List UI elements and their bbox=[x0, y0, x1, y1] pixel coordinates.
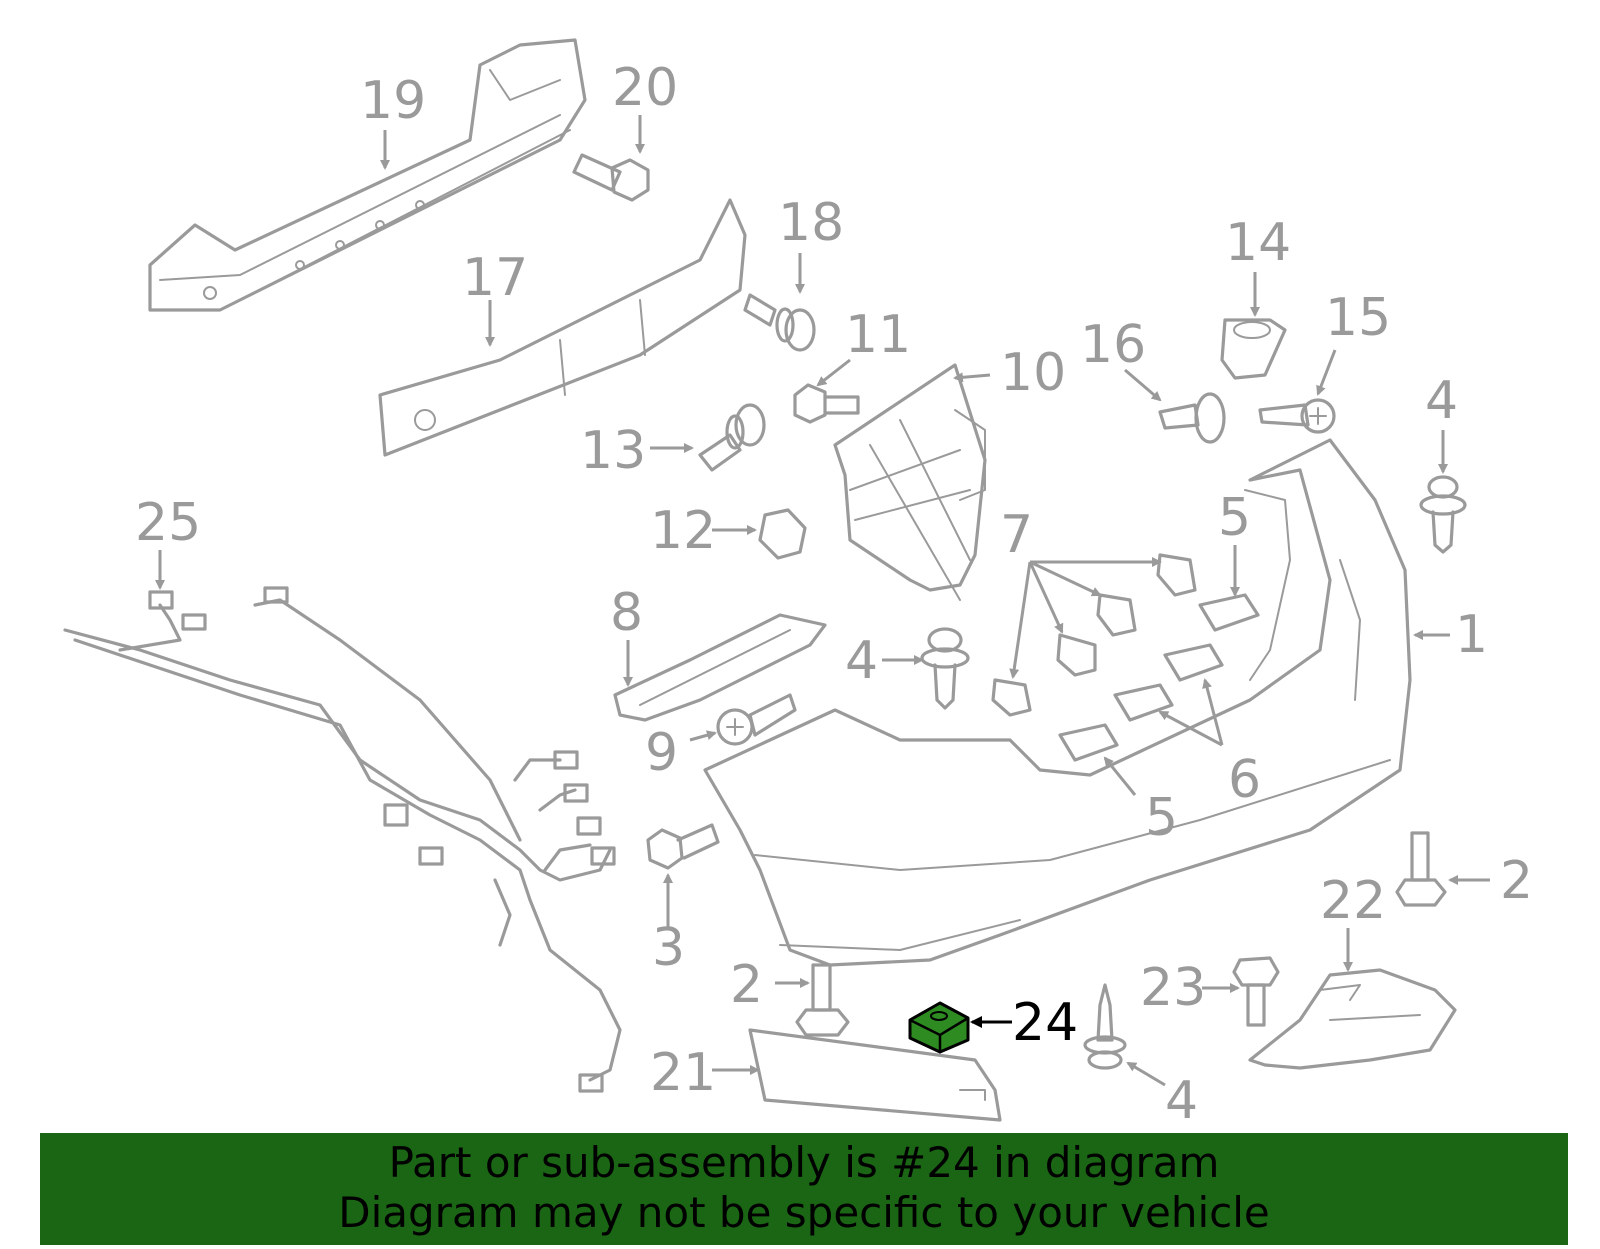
callout-16: 16 bbox=[1080, 315, 1146, 375]
callout-7: 7 bbox=[1000, 505, 1033, 565]
info-banner: Part or sub-assembly is #24 in diagram D… bbox=[40, 1133, 1568, 1245]
part-13-clip bbox=[698, 403, 766, 472]
callout-14: 14 bbox=[1225, 213, 1291, 273]
part-22-reflector bbox=[1248, 968, 1457, 1070]
part-10-bracket bbox=[833, 363, 987, 601]
part-18-push-clip bbox=[743, 293, 816, 352]
callout-17: 17 bbox=[462, 248, 528, 308]
callout-15: 15 bbox=[1325, 288, 1391, 348]
callout-9: 9 bbox=[645, 723, 678, 783]
part-19-reinforcement-beam bbox=[148, 38, 587, 312]
callout-24: 24 bbox=[1012, 993, 1078, 1053]
part-21-lower-trim bbox=[748, 1028, 1002, 1122]
callout-11: 11 bbox=[845, 305, 911, 365]
leader-arrows bbox=[155, 115, 1490, 1087]
callout-5-upper: 5 bbox=[1218, 488, 1251, 548]
callout-23: 23 bbox=[1140, 958, 1206, 1018]
callout-20: 20 bbox=[612, 58, 678, 118]
callout-8: 8 bbox=[610, 583, 643, 643]
callout-2-right: 2 bbox=[1500, 851, 1533, 911]
part-16-clip bbox=[1158, 392, 1226, 444]
callout-25: 25 bbox=[135, 493, 201, 553]
part-9-screw bbox=[716, 693, 797, 746]
part-5-6-clips bbox=[1058, 593, 1260, 762]
part-1-bumper-cover bbox=[703, 438, 1412, 967]
part-14-retainer bbox=[1220, 318, 1287, 380]
callout-13: 13 bbox=[580, 421, 646, 481]
callout-3: 3 bbox=[652, 918, 685, 978]
callout-10: 10 bbox=[1000, 343, 1066, 403]
part-2-bolt-right bbox=[1395, 831, 1447, 907]
part-20-bolt bbox=[572, 153, 650, 202]
part-4-pin-right bbox=[1419, 475, 1467, 554]
part-12-nut bbox=[758, 508, 807, 560]
callout-4-right: 4 bbox=[1425, 371, 1458, 431]
part-17-absorber bbox=[378, 198, 747, 457]
part-3-bolt bbox=[646, 823, 720, 870]
callout-19: 19 bbox=[360, 71, 426, 131]
callout-5-lower: 5 bbox=[1145, 788, 1178, 848]
part-4-pin-lower bbox=[1083, 983, 1127, 1070]
part-15-screw bbox=[1258, 398, 1336, 434]
banner-line-1: Part or sub-assembly is #24 in diagram bbox=[388, 1138, 1220, 1187]
part-25-wiring-harness bbox=[63, 586, 622, 1093]
callout-4-center: 4 bbox=[845, 631, 878, 691]
callout-6: 6 bbox=[1228, 750, 1261, 810]
callout-2-lower: 2 bbox=[730, 955, 763, 1015]
part-23-bolt bbox=[1232, 956, 1280, 1027]
part-2-bolt-lower bbox=[795, 963, 850, 1037]
part-24-highlighted-clip bbox=[908, 1001, 970, 1054]
banner-line-2: Diagram may not be specific to your vehi… bbox=[338, 1188, 1270, 1237]
part-7-clips bbox=[991, 553, 1197, 717]
callout-labels: 19 20 17 18 11 10 13 12 14 16 15 4 1 25 … bbox=[135, 58, 1533, 1131]
callout-12: 12 bbox=[650, 501, 716, 561]
callout-22: 22 bbox=[1320, 871, 1386, 931]
callout-1: 1 bbox=[1455, 605, 1488, 665]
part-11-bolt bbox=[793, 383, 860, 424]
part-8-side-bracket bbox=[613, 613, 827, 722]
callout-21: 21 bbox=[650, 1043, 716, 1103]
part-4-pin-center bbox=[920, 627, 970, 710]
callout-4-lower: 4 bbox=[1165, 1071, 1198, 1131]
callout-18: 18 bbox=[778, 193, 844, 253]
